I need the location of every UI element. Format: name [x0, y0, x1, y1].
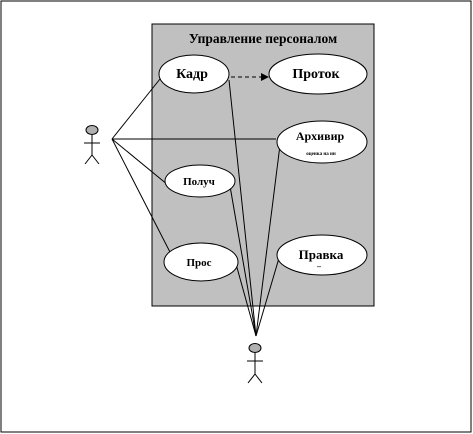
assoc-bottom-pravka	[255, 257, 280, 337]
assoc-bottom-pros	[235, 263, 257, 337]
assoc-bottom-arkhiv	[255, 144, 281, 337]
use-case-pros[interactable]: Прос	[163, 242, 239, 282]
bottom-actor-associations	[228, 79, 281, 337]
left-actor-associations	[111, 78, 276, 257]
stick-figure-icon	[85, 125, 99, 135]
use-case-kadr-label: Кадр	[176, 67, 208, 82]
use-case-protok[interactable]: Проток	[268, 53, 368, 95]
use-case-kadr[interactable]: Кадр	[158, 54, 230, 94]
assoc-left-poluch	[111, 138, 169, 186]
use-case-poluch[interactable]: Получ	[164, 164, 236, 198]
use-case-poluch-label: Получ	[183, 176, 215, 188]
actor-left[interactable]	[84, 125, 100, 165]
assoc-bottom-poluch	[229, 185, 257, 337]
system-title: Управление персоналом	[189, 31, 337, 46]
use-case-protok-label: Проток	[292, 67, 340, 82]
use-case-arkhiv[interactable]: Архивир оценка на ин	[276, 120, 368, 164]
use-case-pravka[interactable]: Правка _	[276, 234, 368, 276]
assoc-left-pros	[111, 138, 173, 257]
use-case-pravka-label: Правка	[299, 247, 344, 262]
actor-bottom[interactable]	[247, 343, 263, 384]
use-case-arkhiv-sublabel: оценка на ин	[306, 152, 336, 157]
assoc-bottom-kadr	[228, 79, 257, 337]
use-case-pros-label: Прос	[186, 257, 211, 269]
stick-figure-icon	[248, 343, 262, 353]
assoc-left-kadr	[111, 78, 161, 140]
use-case-arkhiv-label: Архивир	[296, 129, 345, 143]
use-case-pravka-mark: _	[316, 259, 322, 268]
